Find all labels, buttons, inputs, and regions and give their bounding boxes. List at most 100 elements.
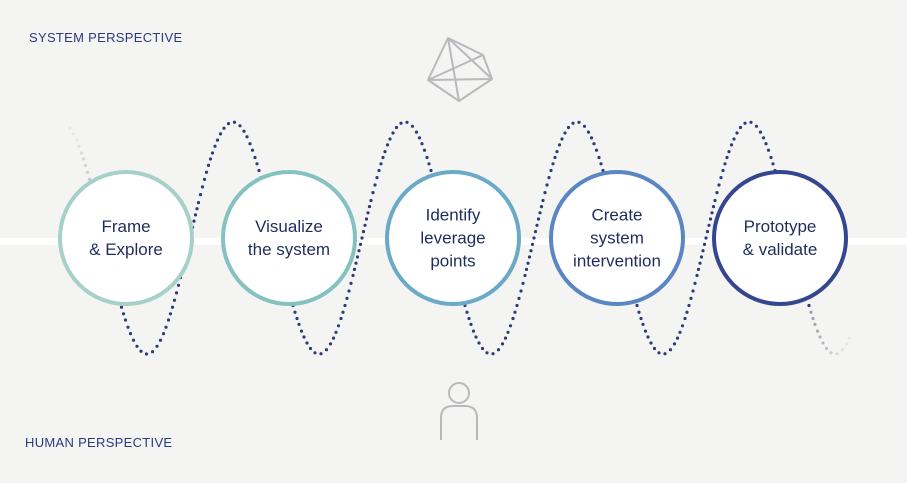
wave-dot [506, 330, 510, 334]
wave-dot [732, 137, 736, 141]
wave-dot [496, 348, 501, 352]
wave-dot [85, 170, 90, 174]
wave-dot [308, 346, 313, 351]
wave-dot [541, 198, 545, 203]
step-label-line: Identify [425, 205, 481, 225]
wave-dot [218, 132, 223, 136]
wave-dot [360, 236, 364, 240]
wave-dot [467, 316, 471, 321]
wave-dot [680, 324, 685, 328]
wave-dot [336, 324, 341, 328]
wave-dot [526, 261, 530, 265]
wave-dot [571, 121, 575, 125]
wave-dot [319, 352, 323, 356]
wave-dot [811, 316, 815, 321]
wave-dot [79, 151, 84, 155]
wave-dot [704, 236, 708, 240]
wave-dot [121, 312, 126, 316]
wave-dot [698, 261, 702, 265]
wave-dot [334, 330, 338, 334]
wave-dot [170, 305, 175, 309]
wave-dot [232, 120, 237, 124]
wave-dot [364, 217, 369, 221]
wave-dot [135, 344, 139, 348]
wave-dot [250, 148, 255, 152]
wave-dot [566, 125, 571, 130]
wave-dot [807, 303, 811, 308]
wave-dot [594, 148, 599, 152]
step-label-line: Prototype [743, 217, 817, 236]
wave-dot [508, 324, 513, 328]
wave-dot [302, 335, 306, 339]
wave-dot [131, 338, 136, 342]
wave-dot [385, 143, 390, 147]
wave-dot [369, 198, 373, 203]
wave-dot [538, 211, 542, 215]
wave-dot [351, 273, 355, 278]
wave-dot [174, 291, 179, 295]
wave-dot [560, 137, 564, 141]
wave-dot [715, 191, 719, 195]
wave-dot [74, 138, 79, 142]
wave-dot [328, 342, 333, 346]
wave-dot [646, 335, 650, 339]
wave-dot [582, 124, 587, 128]
wave-dot [637, 310, 641, 314]
wave-dot [727, 150, 731, 154]
wave-dot [577, 120, 581, 124]
wave-dot [563, 131, 567, 135]
system-perspective-label: SYSTEM PERSPECTIVE [29, 30, 183, 45]
wave-dot [343, 303, 347, 308]
wave-dot [678, 330, 682, 334]
wave-dot [222, 126, 226, 130]
wave-dot [192, 219, 196, 223]
step-label-line: intervention [573, 251, 661, 271]
wave-dot [545, 183, 549, 187]
wave-dot [126, 325, 130, 329]
wave-dot [701, 249, 705, 253]
wave-dot [313, 351, 317, 355]
wave-dot [743, 121, 747, 125]
wave-dot [425, 155, 429, 160]
wave-dot [383, 150, 387, 154]
wave-dot [527, 255, 532, 259]
wave-dot [536, 217, 541, 221]
wave-dot [649, 341, 653, 345]
wave-dot [635, 303, 639, 308]
step-circle [385, 170, 521, 306]
wave-dot [158, 338, 163, 342]
wave-dot [293, 310, 297, 314]
wave-dot [543, 191, 547, 195]
wave-dot [815, 329, 820, 333]
wave-dot [204, 170, 209, 174]
step-circle [712, 170, 848, 306]
wave-dot [399, 121, 403, 125]
wave-dot [835, 352, 839, 356]
wave-dot [299, 329, 304, 333]
wave-dot [511, 316, 515, 321]
wave-dot [391, 131, 395, 135]
wave-dot [840, 348, 845, 352]
wave-dot [555, 150, 559, 154]
wave-dot [702, 242, 707, 246]
step-label-line: & Explore [89, 240, 163, 259]
wave-dot [139, 349, 143, 353]
wave-dot [503, 336, 508, 340]
wave-dot [215, 138, 220, 142]
wave-dot [196, 201, 201, 205]
wave-dot [691, 289, 695, 293]
wave-dot [257, 168, 261, 173]
wave-dot [557, 143, 562, 147]
wave-dot [202, 177, 207, 181]
wave-dot [599, 162, 603, 166]
wave-dot [530, 242, 535, 246]
wave-dot [818, 335, 822, 339]
wave-dot [375, 176, 379, 180]
wave-dot [641, 322, 645, 326]
wave-dot [164, 325, 168, 329]
wave-dot [477, 341, 481, 345]
wave-dot [738, 125, 743, 130]
wave-dot [707, 223, 711, 227]
wave-dot [295, 316, 299, 321]
